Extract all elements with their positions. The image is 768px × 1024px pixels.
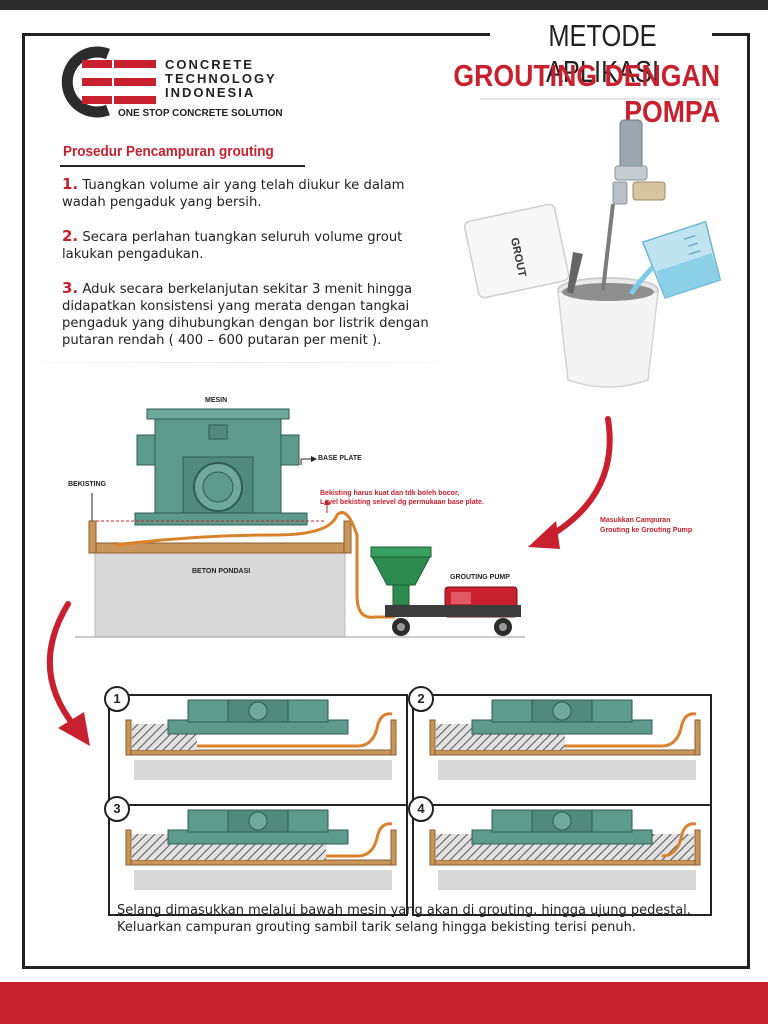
foundation — [438, 760, 696, 780]
bekisting-note-line1: Bekisting harus kuat dan tdk boleh bocor… — [320, 490, 460, 497]
page-frame — [22, 33, 750, 969]
section-separator — [40, 362, 440, 363]
pump-note-line2: Grouting ke Grouting Pump — [600, 527, 693, 534]
step-badge-4: 4 — [408, 796, 434, 822]
step-2-number: 2. — [62, 227, 79, 245]
bekisting-note-line2: Level bekisting selevel dg permukaan bas… — [320, 499, 484, 506]
formwork-left — [125, 719, 132, 756]
grout-step-3-diagram — [108, 804, 408, 916]
step-badge-3: 3 — [104, 796, 130, 822]
grout-step-panel-2: 2 — [408, 686, 712, 806]
arrow-to-steps-icon — [46, 601, 90, 746]
hose — [565, 712, 697, 748]
logo-line3: INDONESIA — [165, 85, 256, 100]
arrow-to-pump-icon — [528, 416, 613, 549]
formwork-bottom — [429, 859, 701, 866]
formwork-bottom — [125, 749, 397, 756]
step-badge-2: 2 — [408, 686, 434, 712]
step-badge-1: 1 — [104, 686, 130, 712]
procedure-rule — [60, 165, 305, 167]
logo-tagline: ONE STOP CONCRETE SOLUTION — [118, 108, 283, 119]
bottom-bar — [0, 982, 768, 1024]
grout-step-1-diagram — [108, 694, 408, 806]
hose — [661, 822, 697, 858]
label-base-plate: BASE PLATE — [318, 455, 362, 462]
formwork-right — [390, 829, 397, 866]
step-2-text: Secara perlahan tuangkan seluruh volume … — [62, 230, 403, 262]
formwork-left — [429, 719, 436, 756]
label-grouting-pump: GROUTING PUMP — [450, 574, 510, 581]
company-logo — [52, 46, 292, 118]
machine-flange — [248, 701, 268, 721]
formwork-left — [125, 829, 132, 866]
formwork-left — [429, 829, 436, 866]
grout-step-panel-3: 3 — [104, 796, 408, 916]
step-3-text: Aduk secara berkelanjutan sekitar 3 meni… — [62, 282, 429, 348]
mixer-illustration: GROUT — [463, 119, 722, 388]
formwork-right — [694, 829, 701, 866]
grout-step-panel-1: 1 — [104, 686, 408, 806]
label-beton-pondasi: BETON PONDASI — [192, 568, 251, 575]
hose — [197, 712, 393, 748]
logo-line2: TECHNOLOGY — [165, 71, 277, 86]
machine-flange — [248, 811, 268, 831]
step-1-number: 1. — [62, 175, 79, 193]
grout-step-panel-4: 4 — [408, 796, 712, 916]
step-3-number: 3. — [62, 279, 79, 297]
title-rule — [480, 98, 720, 100]
caption-line-2: Keluarkan campuran grouting sambil tarik… — [117, 920, 636, 935]
formwork-right — [390, 719, 397, 756]
caption-line-1: Selang dimasukkan melalui bawah mesin ya… — [117, 903, 691, 918]
foundation — [438, 870, 696, 890]
page-title-line1: METODE APLIKASI — [545, 18, 660, 89]
logo-line1: CONCRETE — [165, 57, 254, 72]
foundation — [134, 870, 392, 890]
machine-flange — [552, 811, 572, 831]
label-mesin: MESIN — [205, 397, 228, 404]
formwork-bottom — [125, 859, 397, 866]
grout-step-4-diagram — [412, 804, 712, 916]
label-bekisting: BEKISTING — [68, 481, 107, 488]
instruction-caption: Selang dimasukkan melalui bawah mesin ya… — [117, 902, 737, 936]
foundation — [134, 760, 392, 780]
step-1-text: Tuangkan volume air yang telah diukur ke… — [62, 178, 405, 210]
procedure-title: Prosedur Pencampuran grouting — [63, 143, 274, 160]
procedure-step-3: 3. Aduk secara berkelanjutan sekitar 3 m… — [62, 280, 452, 349]
logo-mark-icon — [61, 46, 156, 118]
pump-note-line1: Masukkan Campuran — [600, 517, 671, 524]
grouting-setup-diagram — [75, 408, 525, 638]
formwork-right — [694, 719, 701, 756]
top-bar — [0, 0, 768, 10]
title-mask — [490, 20, 712, 50]
procedure-step-1: 1. Tuangkan volume air yang telah diukur… — [62, 176, 452, 211]
grout-step-2-diagram — [412, 694, 712, 806]
procedure-step-2: 2. Secara perlahan tuangkan seluruh volu… — [62, 228, 452, 263]
formwork-bottom — [429, 749, 701, 756]
hose — [326, 822, 393, 858]
machine-flange — [552, 701, 572, 721]
